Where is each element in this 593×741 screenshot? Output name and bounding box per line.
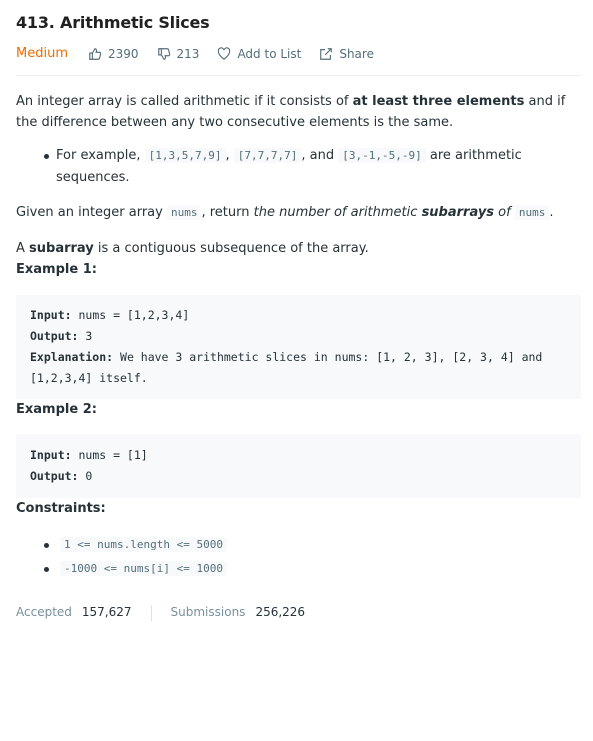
bullet-icon bbox=[44, 543, 49, 548]
example-1-heading: Example 1: bbox=[16, 262, 97, 277]
constraints-heading: Constraints: bbox=[16, 501, 106, 516]
problem-title: 413. Arithmetic Slices bbox=[16, 13, 210, 32]
example-1-block: Input: nums = [1,2,3,4] Output: 3 Explan… bbox=[16, 295, 581, 399]
thumbs-up-icon bbox=[89, 47, 102, 60]
share-button[interactable]: Share bbox=[319, 47, 374, 61]
inline-code: [3,-1,-5,-9] bbox=[338, 148, 426, 163]
heart-icon bbox=[218, 47, 231, 60]
inline-code: nums bbox=[514, 205, 550, 220]
dislike-button[interactable]: 213 bbox=[157, 46, 200, 61]
bullet-icon bbox=[44, 154, 49, 159]
share-icon bbox=[320, 47, 333, 60]
list-item: 1 <= nums.length <= 5000 bbox=[44, 533, 581, 557]
problem-panel: 413. Arithmetic Slices Medium 2390 213 A… bbox=[16, 13, 581, 623]
inline-code: [7,7,7,7] bbox=[233, 148, 302, 163]
share-label: Share bbox=[339, 46, 374, 61]
example-sequences-list: For example, [1,3,5,7,9], [7,7,7,7], and… bbox=[16, 145, 581, 189]
list-item: -1000 <= nums[i] <= 1000 bbox=[44, 557, 581, 581]
example-input-line: Input: nums = [1] bbox=[30, 448, 148, 462]
like-count: 2390 bbox=[107, 46, 139, 61]
submissions-count: 256,226 bbox=[255, 605, 306, 619]
bullet-icon bbox=[44, 567, 49, 572]
like-button[interactable]: 2390 bbox=[88, 47, 139, 61]
example-explanation-line: Explanation: We have 3 arithmetic slices… bbox=[30, 350, 543, 385]
dislike-count: 213 bbox=[176, 46, 200, 61]
example-input-line: Input: nums = [1,2,3,4] bbox=[30, 308, 190, 322]
constraints-list: 1 <= nums.length <= 5000 -1000 <= nums[i… bbox=[16, 533, 581, 581]
thumbs-down-icon bbox=[157, 47, 170, 60]
inline-code: nums bbox=[166, 205, 202, 220]
inline-code: -1000 <= nums[i] <= 1000 bbox=[60, 561, 227, 576]
description-paragraph-3: A subarray is a contiguous subsequence o… bbox=[16, 241, 369, 256]
add-to-list-button[interactable]: Add to List bbox=[217, 47, 301, 61]
accepted-count: 157,627 bbox=[81, 605, 132, 619]
list-item: For example, [1,3,5,7,9], [7,7,7,7], and… bbox=[44, 145, 581, 189]
accepted-label: Accepted bbox=[16, 605, 72, 619]
problem-meta-bar: Medium 2390 213 Add to List Share bbox=[16, 32, 581, 76]
example-2-heading: Example 2: bbox=[16, 402, 97, 417]
description-paragraph-1: An integer array is called arithmetic if… bbox=[16, 94, 566, 130]
inline-code: [1,3,5,7,9] bbox=[144, 148, 226, 163]
emphasis-text: at least three elements bbox=[352, 94, 525, 109]
description-paragraph-2: Given an integer array nums, return the … bbox=[16, 205, 554, 220]
example-output-line: Output: 3 bbox=[30, 329, 93, 343]
add-to-list-label: Add to List bbox=[237, 46, 302, 61]
stats-divider bbox=[150, 604, 152, 621]
submission-stats: Accepted 157,627 Submissions 256,226 bbox=[16, 602, 581, 623]
example-2-block: Input: nums = [1] Output: 0 bbox=[16, 434, 581, 498]
example-output-line: Output: 0 bbox=[30, 469, 93, 483]
submissions-label: Submissions bbox=[170, 605, 246, 619]
difficulty-label: Medium bbox=[16, 46, 68, 61]
problem-description: An integer array is called arithmetic if… bbox=[16, 91, 581, 623]
inline-code: 1 <= nums.length <= 5000 bbox=[60, 537, 227, 552]
